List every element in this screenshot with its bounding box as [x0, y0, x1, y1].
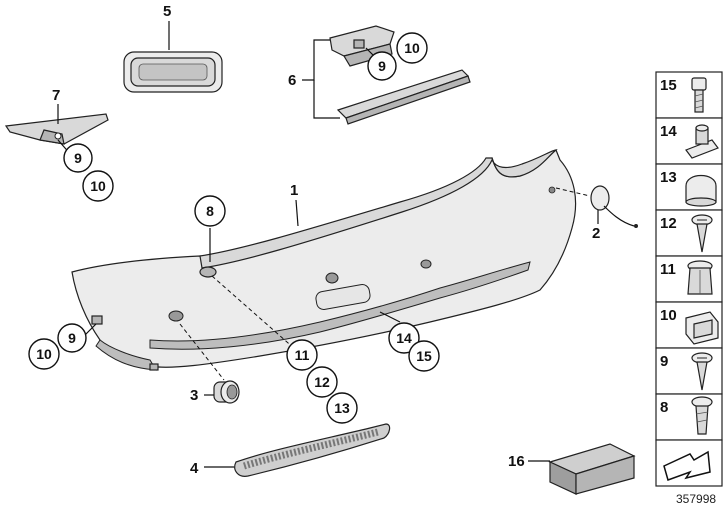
svg-text:9: 9 [378, 58, 386, 74]
svg-text:12: 12 [314, 374, 330, 390]
legend-cell: 11 [655, 255, 723, 303]
screw-icon [691, 352, 713, 391]
clip-nut-icon [685, 124, 719, 159]
rivet-icon [691, 396, 713, 435]
clip-icon [685, 311, 719, 345]
svg-text:13: 13 [660, 169, 677, 186]
part-6-rail [336, 69, 471, 125]
legend-cell: 8 [655, 393, 723, 441]
circled-callout-14: 14 [388, 322, 420, 354]
arrow-icon [663, 450, 711, 481]
svg-text:9: 9 [74, 150, 82, 166]
cap-icon [685, 174, 717, 207]
svg-text:15: 15 [416, 348, 432, 364]
circled-callout-13: 13 [326, 392, 358, 424]
part-7-bracket [4, 113, 109, 145]
callout-4: 4 [190, 460, 199, 477]
svg-text:11: 11 [660, 261, 676, 278]
callout-3: 3 [190, 387, 198, 404]
svg-text:14: 14 [660, 123, 677, 140]
part-3-sensor [213, 380, 240, 404]
svg-text:13: 13 [334, 400, 350, 416]
expansion-nut-icon [687, 260, 713, 295]
circled-callout-10: 10 [28, 338, 60, 370]
legend-cell: 10 [655, 301, 723, 349]
svg-text:15: 15 [660, 77, 677, 94]
circled-callout-15: 15 [408, 340, 440, 372]
legend-cell: 9 [655, 347, 723, 395]
part-2-cap [590, 185, 638, 228]
circled-callout-11: 11 [286, 339, 318, 371]
bolt-icon [691, 77, 707, 113]
callout-16: 16 [508, 453, 525, 470]
diagram-reference-number: 357998 [676, 492, 716, 506]
circled-callout-9: 9 [63, 143, 93, 173]
hardware-legend: 15 14 13 [655, 71, 723, 487]
svg-text:8: 8 [206, 203, 214, 219]
circled-callout-10: 10 [396, 32, 428, 64]
circled-callout-10: 10 [82, 170, 114, 202]
svg-text:10: 10 [36, 346, 52, 362]
callout-2: 2 [592, 225, 600, 242]
svg-text:11: 11 [295, 347, 310, 363]
screw-icon [691, 214, 713, 253]
circled-callout-12: 12 [306, 366, 338, 398]
svg-text:9: 9 [68, 330, 76, 346]
part-1-bumper [71, 149, 577, 371]
part-6-bracket [329, 25, 395, 67]
part-4-grille [234, 423, 391, 477]
svg-text:10: 10 [660, 307, 677, 324]
part-16-box [548, 443, 636, 495]
svg-text:12: 12 [660, 215, 677, 232]
callout-7: 7 [52, 87, 60, 104]
legend-cell: 15 [655, 71, 723, 119]
callout-5: 5 [163, 3, 171, 20]
svg-text:14: 14 [396, 330, 412, 346]
callout-1: 1 [290, 182, 298, 199]
svg-text:10: 10 [404, 40, 420, 56]
circled-callout-9: 9 [367, 51, 397, 81]
legend-cell: 12 [655, 209, 723, 257]
svg-text:8: 8 [660, 399, 668, 416]
circled-callout-8: 8 [194, 195, 226, 227]
legend-cell: 13 [655, 163, 723, 211]
part-5-license-lamp [123, 51, 223, 93]
svg-text:10: 10 [90, 178, 106, 194]
svg-text:9: 9 [660, 353, 668, 370]
legend-cell: 14 [655, 117, 723, 165]
callout-6: 6 [288, 72, 296, 89]
legend-cell [655, 439, 723, 487]
circled-callout-9: 9 [57, 323, 87, 353]
